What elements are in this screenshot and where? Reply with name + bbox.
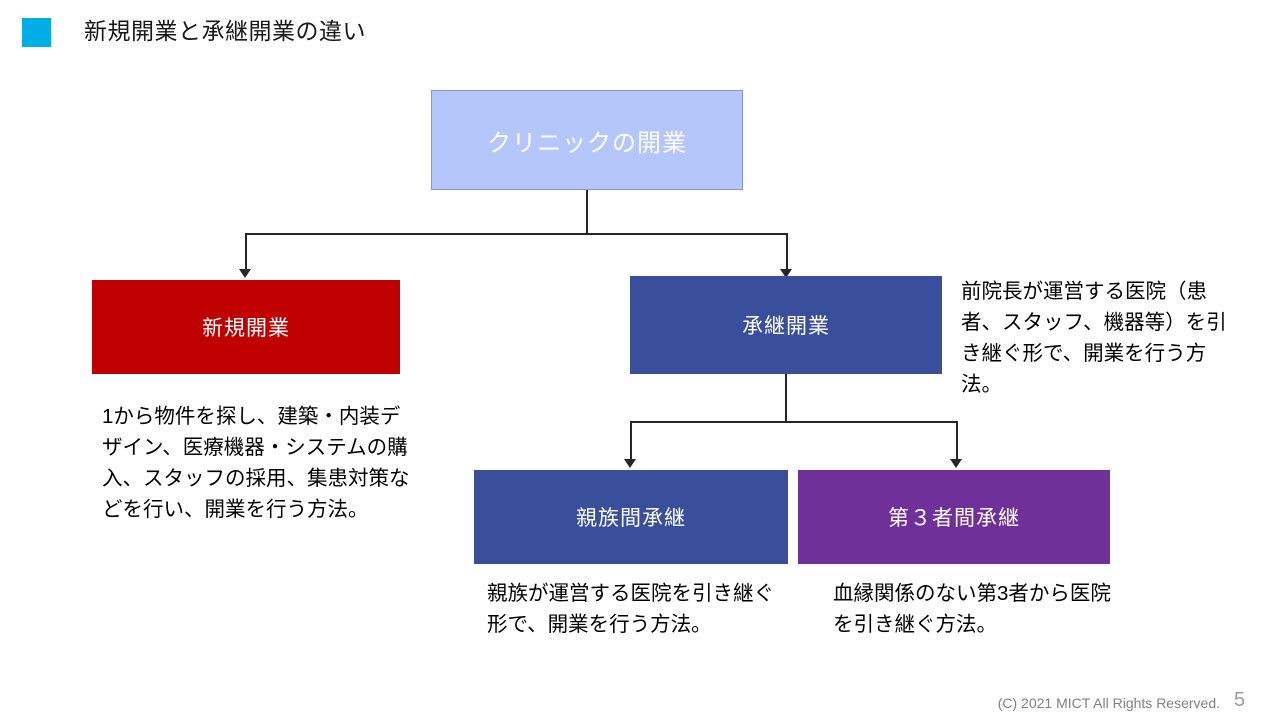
node-succession-opening-label: 承継開業 [742, 315, 830, 338]
page-title: 新規開業と承継開業の違い [84, 18, 366, 44]
description-new-opening: 1から物件を探し、建築・内装デザイン、医療機器・システムの購入、スタッフの採用、… [102, 405, 410, 521]
arrowhead-family-succession-icon [624, 459, 636, 468]
footer-copyright: (C) 2021 MICT All Rights Reserved. [997, 695, 1220, 711]
arrowhead-new-opening-icon [239, 269, 251, 278]
connector-root-stem [586, 190, 588, 234]
title-bullet-square [22, 18, 51, 47]
node-new-opening: 新規開業 [92, 280, 400, 374]
connector-succession-to-third-party [956, 421, 958, 461]
description-family-succession: 親族が運営する医院を引き継ぐ形で、開業を行う方法。 [487, 582, 774, 636]
connector-root-bar [245, 233, 787, 235]
node-clinic-opening-label: クリニックの開業 [487, 129, 687, 157]
page-number: 5 [1234, 689, 1246, 711]
arrowhead-succession-icon [780, 269, 792, 278]
connector-succession-to-family [630, 421, 632, 461]
arrowhead-third-party-succession-icon [950, 459, 962, 468]
node-family-succession: 親族間承継 [474, 470, 788, 564]
node-third-party-succession-label: 第３者間承継 [888, 507, 1020, 530]
description-succession-opening: 前院長が運営する医院（患者、スタッフ、機器等）を引き継ぐ形で、開業を行う方法。 [961, 280, 1227, 396]
node-clinic-opening: クリニックの開業 [431, 90, 743, 190]
description-third-party-succession: 血縁関係のない第3者から医院を引き継ぐ方法。 [833, 582, 1111, 636]
connector-succession-bar [630, 421, 957, 423]
connector-root-to-new-opening [245, 233, 247, 271]
node-succession-opening: 承継開業 [630, 276, 942, 374]
node-new-opening-label: 新規開業 [202, 317, 290, 340]
connector-root-to-succession [786, 233, 788, 271]
connector-succession-stem [785, 374, 787, 422]
node-family-succession-label: 親族間承継 [576, 507, 686, 530]
node-third-party-succession: 第３者間承継 [798, 470, 1110, 564]
